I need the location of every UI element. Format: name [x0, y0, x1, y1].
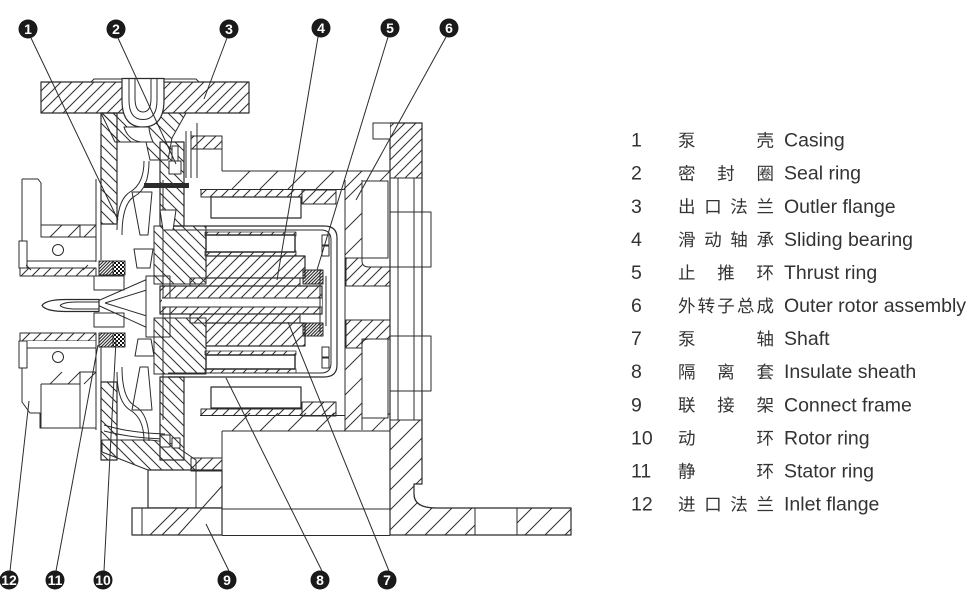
svg-text:11: 11 [48, 572, 63, 588]
svg-text:9: 9 [631, 394, 642, 416]
svg-text:6: 6 [445, 20, 453, 36]
svg-text:3: 3 [225, 21, 233, 37]
svg-text:2: 2 [112, 21, 120, 37]
svg-text:8: 8 [316, 572, 324, 588]
svg-text:1: 1 [24, 21, 32, 37]
svg-text:Outer rotor assembly: Outer rotor assembly [784, 295, 966, 317]
svg-text:12: 12 [1, 572, 17, 588]
svg-text:Casing: Casing [784, 130, 845, 152]
svg-text:12: 12 [631, 494, 653, 516]
svg-text:Connect frame: Connect frame [784, 394, 912, 416]
svg-text:2: 2 [631, 163, 642, 185]
svg-text:5: 5 [386, 20, 394, 36]
svg-text:4: 4 [317, 20, 325, 36]
svg-text:6: 6 [631, 295, 642, 317]
svg-text:9: 9 [223, 572, 231, 588]
svg-text:Rotor ring: Rotor ring [784, 427, 870, 449]
svg-text:Thrust ring: Thrust ring [784, 262, 877, 284]
svg-text:Insulate sheath: Insulate sheath [784, 361, 916, 383]
svg-text:3: 3 [631, 196, 642, 218]
svg-text:Sliding bearing: Sliding bearing [784, 229, 913, 251]
svg-text:11: 11 [631, 461, 651, 483]
svg-text:5: 5 [631, 262, 642, 284]
svg-text:Outler flange: Outler flange [784, 196, 896, 218]
svg-text:Inlet flange: Inlet flange [784, 494, 879, 516]
svg-text:10: 10 [95, 572, 111, 588]
svg-text:7: 7 [631, 328, 642, 350]
svg-text:1: 1 [631, 130, 642, 152]
svg-text:7: 7 [383, 572, 391, 588]
svg-text:8: 8 [631, 361, 642, 383]
svg-text:Shaft: Shaft [784, 328, 830, 350]
svg-text:Stator ring: Stator ring [784, 461, 874, 483]
svg-text:10: 10 [631, 427, 653, 449]
svg-text:Seal ring: Seal ring [784, 163, 861, 185]
svg-text:4: 4 [631, 229, 642, 251]
